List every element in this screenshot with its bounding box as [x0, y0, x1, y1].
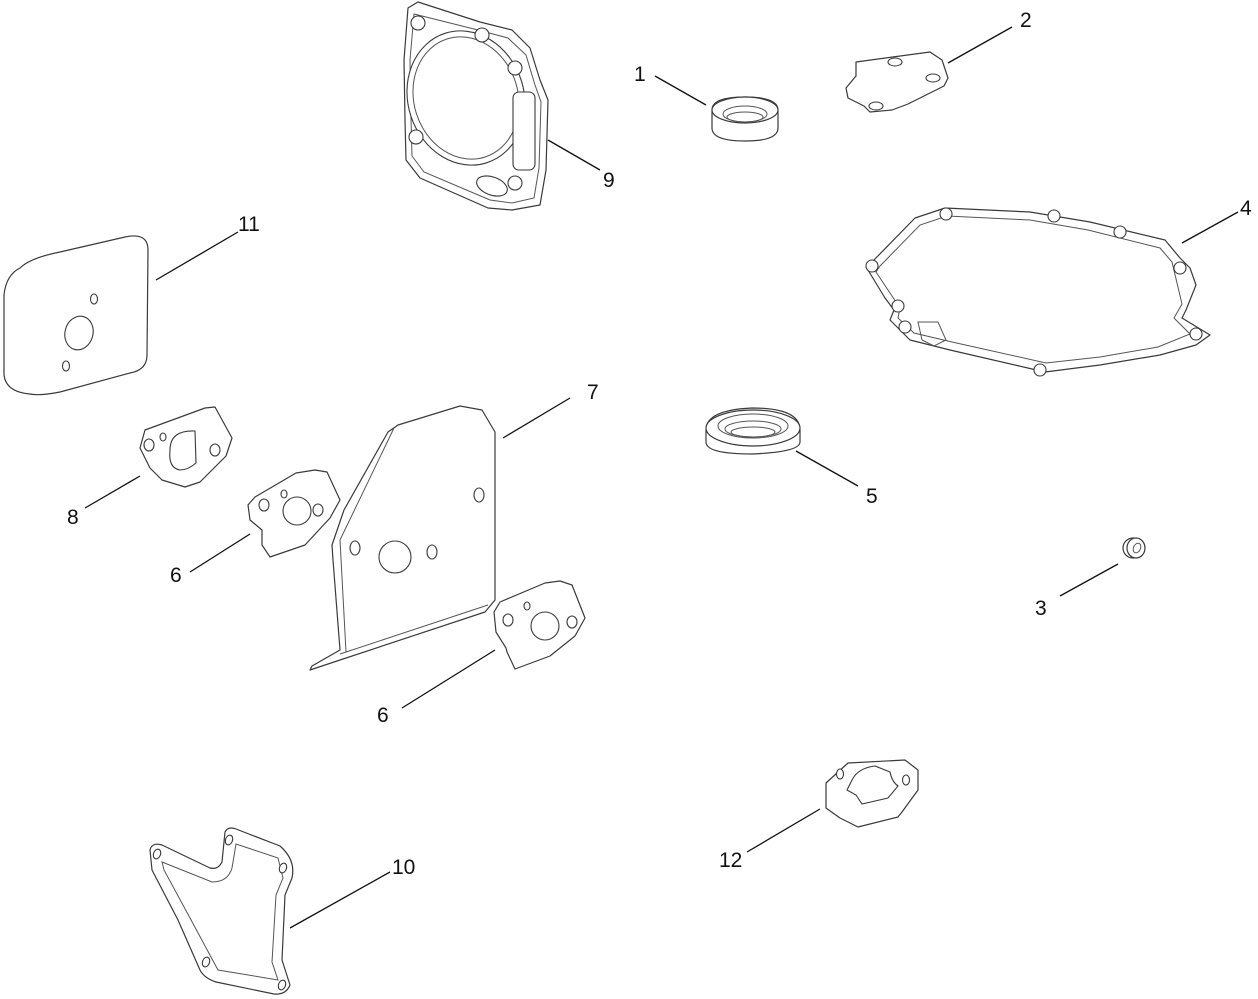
- carburetor-gasket-lower: [493, 580, 586, 670]
- small-washer: [1122, 537, 1146, 559]
- leader-line-3: [1059, 563, 1119, 597]
- air-cleaner-gasket: [3, 235, 149, 396]
- leader-line-8: [84, 475, 141, 509]
- oil-seal-small: [711, 96, 779, 142]
- callout-3: 3: [1035, 597, 1047, 620]
- callout-4: 4: [1240, 197, 1252, 220]
- heat-insulator-plate: [309, 405, 496, 671]
- leader-line-7: [502, 397, 571, 439]
- leader-line-6-lower: [401, 649, 496, 709]
- leader-line-9: [547, 139, 601, 171]
- leader-line-5: [795, 450, 859, 487]
- leader-line-11: [155, 231, 239, 281]
- leader-line-10: [289, 871, 391, 929]
- leader-line-2: [947, 26, 1013, 64]
- intake-gasket: [825, 759, 919, 828]
- carburetor-gasket-upper: [247, 469, 341, 558]
- callout-8: 8: [67, 506, 79, 529]
- crankcase-cover-gasket: [865, 207, 1211, 377]
- callout-10: 10: [392, 856, 416, 879]
- callout-2: 2: [1020, 9, 1032, 32]
- callout-7: 7: [587, 381, 599, 404]
- callout-11: 11: [238, 213, 260, 236]
- valve-cover-gasket: [149, 827, 294, 995]
- callout-12: 12: [719, 849, 743, 872]
- callout-5: 5: [866, 485, 878, 508]
- callout-6-upper: 6: [170, 564, 182, 587]
- leader-line-12: [746, 808, 821, 853]
- cover-plate-gasket: [845, 51, 949, 113]
- cylinder-head-gasket: [403, 1, 549, 211]
- leader-line-1: [654, 75, 707, 106]
- callout-9: 9: [603, 169, 615, 192]
- leader-line-6-upper: [189, 533, 251, 573]
- callout-6-lower: 6: [377, 704, 389, 727]
- callout-1: 1: [634, 63, 646, 86]
- leader-line-4: [1181, 211, 1239, 244]
- oil-seal-large: [705, 407, 801, 455]
- muffler-gasket: [139, 406, 233, 488]
